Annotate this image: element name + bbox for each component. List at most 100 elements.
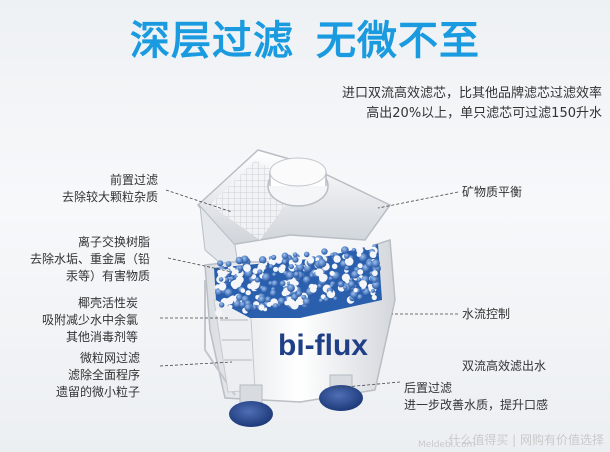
- resin-bead: [371, 280, 381, 290]
- resin-bead: [266, 302, 272, 307]
- resin-bead: [327, 291, 333, 296]
- resin-bead: [240, 288, 246, 293]
- resin-bead: [215, 309, 223, 317]
- resin-bead: [366, 260, 374, 268]
- resin-bead: [257, 269, 263, 275]
- label-ion-exchange: 离子交换树脂 去除水垢、重金属（铅 汞等）有害物质: [30, 235, 151, 283]
- resin-bead: [337, 281, 345, 288]
- resin-bead: [258, 304, 265, 311]
- resin-bead: [243, 264, 251, 272]
- resin-bead: [294, 267, 299, 272]
- resin-bead: [258, 256, 267, 264]
- resin-bead: [292, 252, 298, 258]
- resin-bead: [236, 294, 243, 301]
- resin-bead: [309, 273, 314, 278]
- resin-bead: [273, 266, 279, 272]
- resin-bead: [331, 263, 338, 270]
- resin-bead: [217, 260, 224, 267]
- resin-bead: [350, 290, 358, 299]
- label-micro-mesh: 微粒网过滤 滤除全面程序 遗留的微小粒子: [56, 351, 141, 399]
- brand-logo: bi-flux: [278, 329, 368, 362]
- resin-bead: [356, 277, 362, 282]
- resin-bead: [245, 290, 251, 296]
- resin-bead: [218, 277, 224, 282]
- resin-bead: [321, 248, 328, 255]
- resin-bead: [303, 264, 312, 273]
- resin-bead: [257, 263, 266, 271]
- resin-bead: [323, 297, 329, 302]
- resin-bead: [357, 269, 364, 275]
- resin-bead: [343, 285, 348, 290]
- resin-bead: [239, 301, 246, 308]
- leader-lines: [159, 189, 459, 389]
- label-mineral-balance: 矿物质平衡: [462, 185, 523, 199]
- resin-bead: [288, 299, 296, 307]
- watermark: 什么值得买 | 网购有价值选择: [448, 433, 604, 447]
- resin-bead: [218, 268, 228, 278]
- resin-bead: [257, 295, 266, 304]
- resin-bead: [356, 252, 362, 257]
- resin-bead: [357, 263, 363, 269]
- headline-part1: 深层过滤: [130, 18, 294, 64]
- resin-bead: [351, 270, 359, 279]
- resin-bead: [367, 283, 373, 289]
- resin-bead: [252, 268, 259, 274]
- resin-bead: [282, 259, 288, 265]
- resin-bead: [372, 270, 378, 277]
- resin-bead: [356, 246, 364, 254]
- intro-text: 进口双流高效滤芯，比其他品牌滤芯过滤效率 高出20%以上，单只滤芯可过滤150升…: [342, 84, 602, 124]
- resin-bead: [328, 276, 333, 281]
- resin-bead: [250, 280, 260, 290]
- resin-bead: [251, 274, 257, 280]
- resin-bead: [288, 264, 294, 270]
- resin-bead: [272, 303, 279, 309]
- resin-bead: [264, 296, 272, 303]
- resin-bead: [244, 303, 252, 312]
- resin-bead: [318, 298, 324, 303]
- resin-bead: [320, 274, 328, 282]
- resin-bead: [371, 259, 380, 268]
- resin-bead: [219, 302, 225, 308]
- outlet-feet: [229, 374, 363, 427]
- resin-bead: [371, 294, 377, 301]
- resin-bead: [341, 246, 349, 255]
- resin-bead: [344, 257, 354, 266]
- resin-bead: [359, 253, 368, 262]
- resin-bead: [281, 290, 288, 297]
- resin-bead: [333, 255, 341, 263]
- resin-bead: [271, 254, 277, 260]
- resin-bead: [268, 264, 274, 269]
- label-post-filter: 后置过滤 进一步改善水质，提升口感: [404, 381, 549, 412]
- label-activated-carbon: 椰壳活性炭 吸附减少水中余氯 其他消毒剂等: [42, 296, 139, 344]
- resin-bead: [328, 249, 334, 254]
- resin-bead: [268, 281, 273, 286]
- resin-bead: [330, 252, 335, 257]
- resin-bead: [275, 257, 282, 264]
- resin-bead: [235, 256, 244, 265]
- resin-bead: [238, 266, 243, 271]
- resin-bead: [371, 288, 376, 293]
- watermark-site: Meldebi.com: [418, 440, 476, 450]
- resin-bead: [279, 280, 286, 287]
- resin-bead: [229, 276, 235, 281]
- resin-bead: [307, 256, 314, 263]
- resin-bead: [234, 269, 239, 274]
- resin-bead: [341, 273, 350, 282]
- resin-beads: [214, 244, 382, 318]
- intro-line1: 进口双流高效滤芯，比其他品牌滤芯过滤效率: [341, 86, 602, 101]
- resin-bead: [226, 297, 234, 305]
- resin-bead: [333, 296, 338, 301]
- resin-bead: [278, 266, 286, 274]
- resin-bead: [329, 270, 335, 276]
- resin-bead: [371, 276, 378, 283]
- resin-bead: [357, 294, 363, 300]
- resin-bead: [285, 271, 294, 280]
- resin-bead: [271, 280, 279, 287]
- resin-bead: [292, 256, 299, 263]
- resin-bead: [353, 288, 358, 293]
- resin-bead: [254, 277, 261, 283]
- resin-bead: [225, 261, 232, 267]
- resin-bead: [262, 273, 271, 282]
- headline-part2: 无微不至: [316, 18, 480, 64]
